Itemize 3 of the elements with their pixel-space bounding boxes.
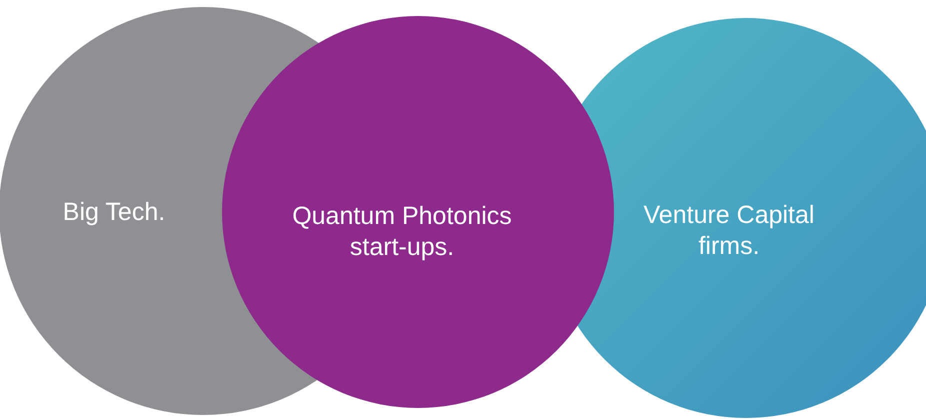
circle-label: Venture Capital firms. xyxy=(642,200,816,262)
circle-label: Big Tech. xyxy=(62,197,166,228)
circle-label: Quantum Photonics start-ups. xyxy=(291,201,513,263)
